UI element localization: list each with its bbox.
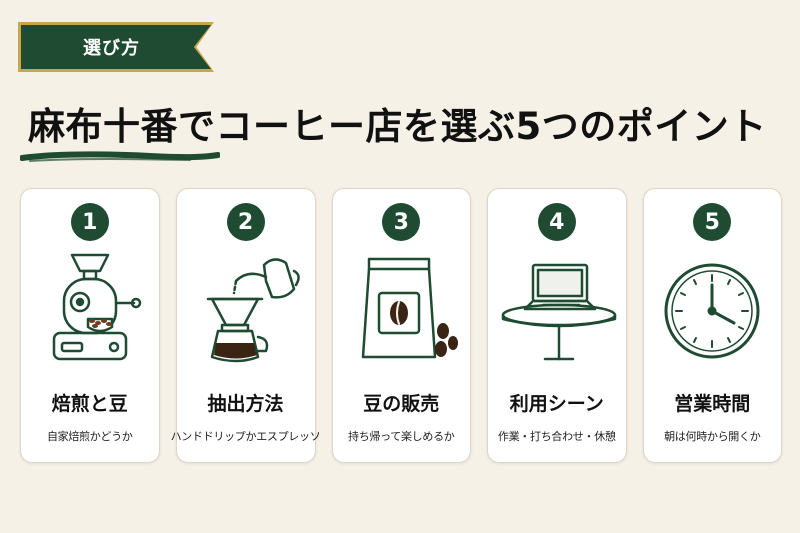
clock-icon — [664, 263, 760, 359]
point-card-roasting: 1 焙煎と豆 自家焙煎かどうか — [20, 188, 160, 463]
point-subtitle: 作業・打ち合わせ・休憩 — [497, 430, 616, 443]
point-subtitle: 自家焙煎かどうか — [46, 430, 133, 443]
point-card-hours: 5 営業時間 朝は何時から開くか — [642, 188, 782, 463]
point-number: 4 — [537, 203, 576, 241]
point-number: 5 — [693, 203, 732, 241]
coffee-roaster-icon — [52, 253, 141, 361]
section-badge: 選び方 — [18, 22, 214, 72]
point-card-usage: 4 利用シーン 作業・打ち合わせ・休憩 — [487, 188, 627, 463]
point-title: 抽出方法 — [207, 393, 284, 415]
point-title: 営業時間 — [674, 393, 751, 415]
coffee-bag-icon — [362, 257, 459, 359]
pour-over-icon — [206, 258, 300, 363]
point-title: 焙煎と豆 — [51, 393, 128, 415]
point-title: 利用シーン — [509, 393, 604, 415]
page-title: 麻布十番でコーヒー店を選ぶ5つのポイント — [28, 105, 767, 148]
point-card-bean-sales: 3 豆の販売 持ち帰って楽しめるか — [331, 188, 471, 463]
point-number: 1 — [70, 203, 109, 241]
point-subtitle: 朝は何時から開くか — [664, 430, 761, 443]
points-list: 1 焙煎と豆 自家焙煎かどうか 2 — [20, 188, 782, 463]
point-subtitle: ハンドドリップかエスプレッソ — [170, 430, 321, 443]
point-card-brewing: 2 抽出方法 ハンドドリップかエスプレッソ — [171, 188, 321, 463]
brush-underline — [20, 151, 220, 162]
point-number: 3 — [382, 203, 421, 241]
point-number: 2 — [226, 203, 265, 241]
laptop-table-icon — [501, 263, 616, 361]
point-subtitle: 持ち帰って楽しめるか — [348, 430, 455, 443]
section-badge-label: 選び方 — [21, 25, 211, 69]
point-title: 豆の販売 — [363, 393, 440, 415]
